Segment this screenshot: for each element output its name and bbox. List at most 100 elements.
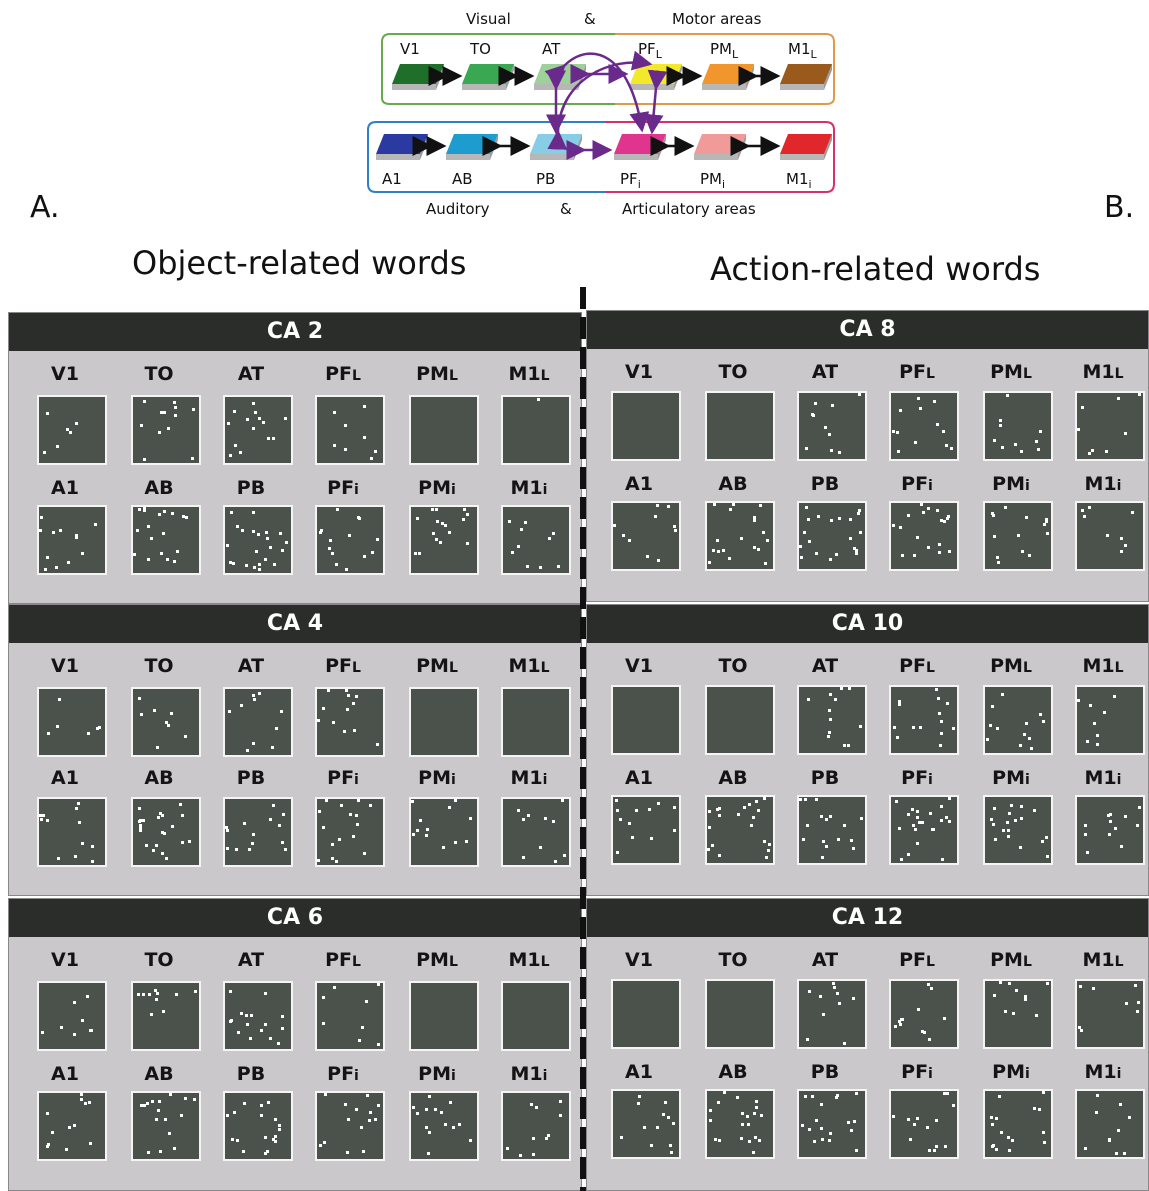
active-unit-dot [157,816,160,819]
active-unit-dot [713,503,716,506]
activity-grid-top-3 [315,981,385,1051]
active-unit-dot [78,821,81,824]
active-unit-dot [161,814,164,817]
active-unit-dot [363,405,366,408]
area-label-main: PM [416,363,449,385]
active-unit-dot [171,512,174,515]
visual-area-frame [381,33,625,105]
area-tile-pfl [630,64,682,90]
active-unit-dot [830,519,833,522]
active-unit-dot [1136,1010,1139,1013]
activity-grid-top-0 [611,979,681,1049]
active-unit-dot [181,814,184,817]
active-unit-dot [185,516,188,519]
active-unit-dot [914,828,917,831]
active-unit-dot [319,531,322,534]
visual-motor-ampersand: & [584,10,596,28]
active-unit-dot [716,539,719,542]
area-label-main: V1 [51,949,79,971]
active-unit-dot [1092,987,1095,990]
active-unit-dot [1117,397,1120,400]
active-unit-dot [163,411,166,414]
active-unit-dot [991,705,994,708]
active-unit-dot [133,553,136,556]
activity-grid-top-4 [409,687,479,757]
active-unit-dot [434,1108,437,1111]
active-unit-dot [859,725,862,728]
active-unit-dot [919,726,922,729]
active-unit-dot [643,1126,646,1129]
active-unit-dot [950,447,953,450]
area-label-main: A1 [51,767,79,789]
active-unit-dot [852,997,855,1000]
area-tile-m1l [780,64,832,90]
area-label-top-1: TO [693,361,773,383]
active-unit-dot [426,828,429,831]
active-unit-dot [708,561,711,564]
active-unit-dot [913,1123,916,1126]
area-label-main: AB [718,1061,748,1083]
area-label-main: A1 [625,767,653,789]
active-unit-dot [805,447,808,450]
active-unit-dot [940,732,943,735]
active-unit-dot [345,568,348,571]
active-unit-dot [469,817,472,820]
active-unit-dot [921,821,924,824]
active-unit-dot [628,539,631,542]
area-label-top-1: TO [119,363,199,385]
active-unit-dot [166,558,169,561]
active-unit-dot [1038,1108,1041,1111]
active-unit-dot [804,798,807,801]
active-unit-dot [927,983,930,986]
active-unit-dot [193,1098,196,1101]
active-unit-dot [667,505,670,508]
area-label-main: PM [418,1063,452,1085]
activity-grid-top-3 [889,685,959,755]
area-label-bottom-2: PB [211,767,291,789]
active-unit-dot [853,1120,856,1123]
area-label-top-2: AT [785,361,865,383]
active-unit-dot [158,513,161,516]
active-unit-dot [673,806,676,809]
active-unit-dot [1037,448,1040,451]
active-unit-dot [279,532,282,535]
area-label-sub: L [540,368,550,384]
active-unit-dot [522,818,525,821]
active-unit-dot [1041,840,1044,843]
active-unit-dot [39,529,42,532]
diagram-label-a1-bottom: A1 [382,170,402,188]
active-unit-dot [754,1136,757,1139]
active-unit-dot [858,509,861,512]
active-unit-dot [829,718,832,721]
active-unit-dot [317,719,320,722]
active-unit-dot [240,704,243,707]
activity-grid-bottom-0 [37,1091,107,1161]
active-unit-dot [344,448,347,451]
active-unit-dot [1045,520,1048,523]
active-unit-dot [752,1151,755,1154]
active-unit-dot [750,824,753,827]
area-label-bottom-4: PMi [397,1063,477,1085]
activity-grid-bottom-2 [797,1089,867,1159]
active-unit-dot [755,1100,758,1103]
area-label-sub: L [1114,366,1124,382]
active-unit-dot [143,1104,146,1107]
active-unit-dot [657,802,660,805]
active-unit-dot [150,1013,153,1016]
diagram-label-pmi-bottom: PMi [700,170,726,191]
area-label-bottom-5: M1i [1063,767,1143,789]
active-unit-dot [274,1135,277,1138]
active-unit-dot [87,732,90,735]
active-unit-dot [898,703,901,706]
active-unit-dot [894,1025,897,1028]
active-unit-dot [1011,1139,1014,1142]
active-unit-dot [646,555,649,558]
active-unit-dot [363,852,366,855]
active-unit-dot [252,742,255,745]
area-label-main: PM [416,655,449,677]
active-unit-dot [363,436,366,439]
active-unit-dot [893,726,896,729]
active-unit-dot [815,798,818,801]
diagram-label-m1l: M1L [788,40,817,61]
active-unit-dot [229,454,232,457]
